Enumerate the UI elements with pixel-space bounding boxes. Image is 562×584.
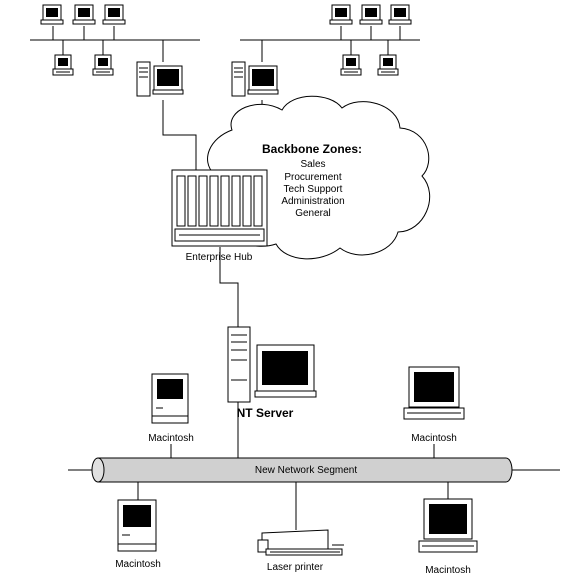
mac-bottom-left-label: Macintosh — [115, 559, 161, 570]
link-hub-to-server — [219, 247, 239, 328]
mac-bottom-right-label: Macintosh — [425, 565, 471, 576]
workstation-icon — [329, 4, 353, 25]
workstation-icon — [92, 54, 114, 76]
macintosh-icon — [418, 498, 478, 553]
printer-label: Laser printer — [267, 562, 324, 573]
workstation-icon — [388, 4, 412, 25]
backbone-title: Backbone Zones: — [262, 142, 362, 156]
workstation-icon — [52, 54, 74, 76]
zone-item: Tech Support — [284, 184, 343, 195]
nt-server-icon — [227, 326, 317, 403]
segment-label: New Network Segment — [255, 465, 357, 476]
mac-top-right-label: Macintosh — [411, 433, 457, 444]
server-tower-icon — [136, 61, 184, 97]
server-tower-icon — [231, 61, 279, 97]
top-left-lan — [30, 4, 200, 97]
workstation-icon — [102, 4, 126, 25]
macintosh-icon — [403, 366, 465, 420]
macintosh-icon — [117, 499, 157, 552]
mac-top-left-label: Macintosh — [148, 433, 194, 444]
server-label: NT Server — [237, 406, 294, 420]
link-left-to-hub — [162, 100, 197, 170]
workstation-icon — [72, 4, 96, 25]
hub-label: Enterprise Hub — [186, 252, 253, 263]
workstation-icon — [377, 54, 399, 76]
network-segment-pipe — [68, 457, 560, 483]
workstation-icon — [40, 4, 64, 25]
workstation-icon — [340, 54, 362, 76]
laser-printer-icon — [257, 529, 344, 556]
zone-item: Sales — [300, 159, 325, 170]
workstation-icon — [359, 4, 383, 25]
macintosh-icon — [151, 373, 189, 424]
zone-item: Administration — [281, 196, 344, 207]
zone-item: General — [295, 208, 331, 219]
enterprise-hub-icon — [171, 169, 268, 247]
top-right-lan — [231, 4, 420, 97]
zone-item: Procurement — [284, 172, 341, 183]
